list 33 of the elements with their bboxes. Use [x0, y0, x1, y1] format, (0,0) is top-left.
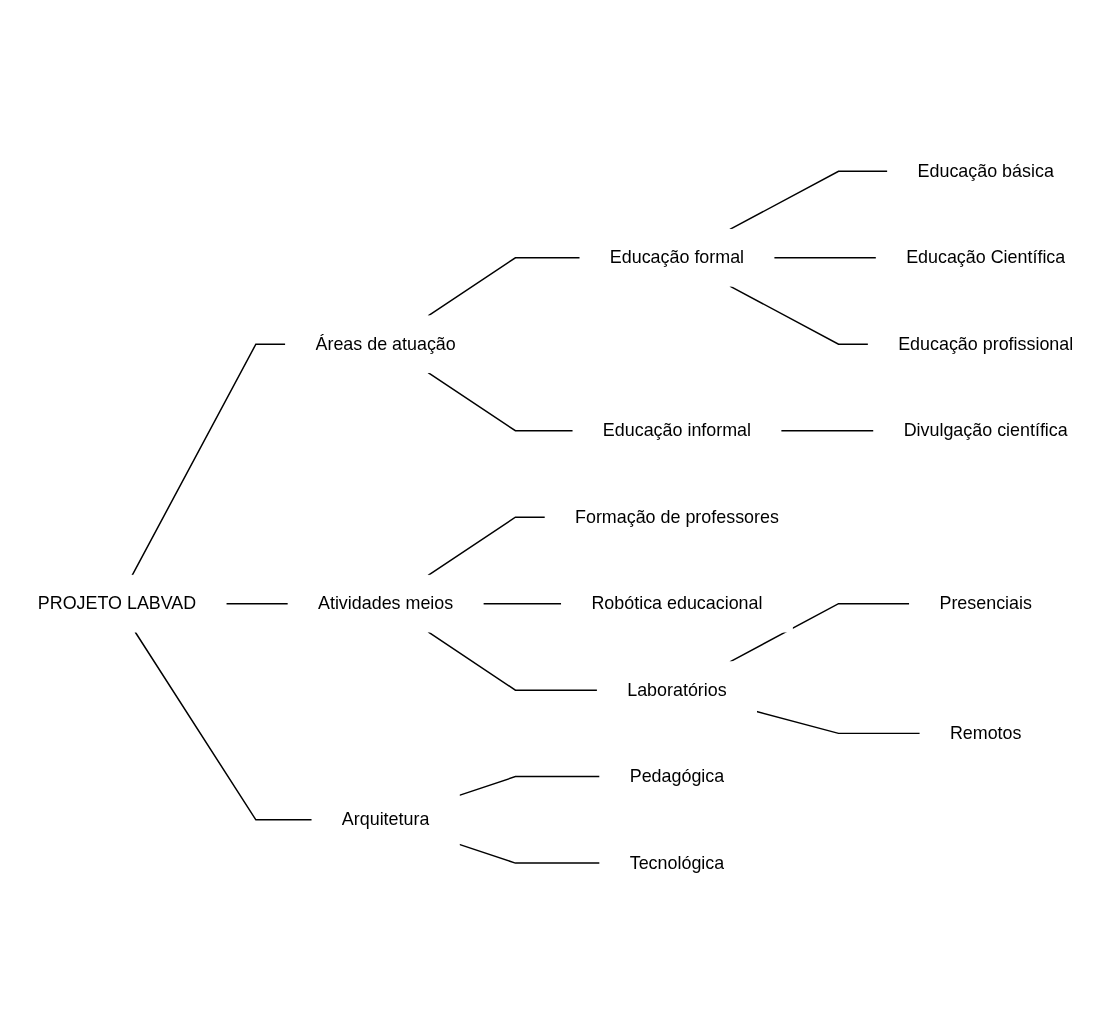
connector: [482, 603, 563, 605]
connector: [780, 430, 875, 432]
node-text: Educação profissional: [898, 334, 1074, 354]
connector: [427, 631, 599, 692]
connector: [427, 257, 581, 317]
connector: [458, 776, 601, 797]
connector: [773, 257, 878, 259]
connector: [427, 516, 546, 577]
node-text: Presenciais: [939, 593, 1032, 614]
connector: [134, 631, 313, 821]
connector: [729, 285, 870, 346]
node-text: Formação de professores: [575, 507, 779, 527]
node-text: PROJETO LABVAD: [37, 593, 197, 614]
connector: [131, 343, 287, 577]
node-text: Educação formal: [609, 247, 745, 268]
connector: [729, 170, 889, 231]
node-text: Áreas de atuação: [315, 334, 456, 354]
node-text: Educação Científica: [906, 247, 1066, 268]
connector: [458, 843, 601, 865]
node-text: Arquitetura: [341, 809, 430, 830]
connector: [225, 603, 289, 605]
node-text: Educação informal: [602, 420, 752, 441]
node-text: Robótica educacional: [591, 593, 763, 614]
node-text: Tecnológica: [629, 852, 725, 873]
node-text: Educação básica: [917, 161, 1054, 182]
node-text: Pedagógica: [629, 766, 725, 787]
node-text: Remotos: [949, 723, 1022, 744]
node-text: Divulgação científica: [903, 420, 1068, 441]
node-text: Laboratórios: [627, 680, 727, 700]
connector: [755, 711, 921, 735]
node-text: Atividades meios: [317, 593, 454, 614]
connector: [729, 603, 911, 663]
connector: [427, 372, 574, 432]
